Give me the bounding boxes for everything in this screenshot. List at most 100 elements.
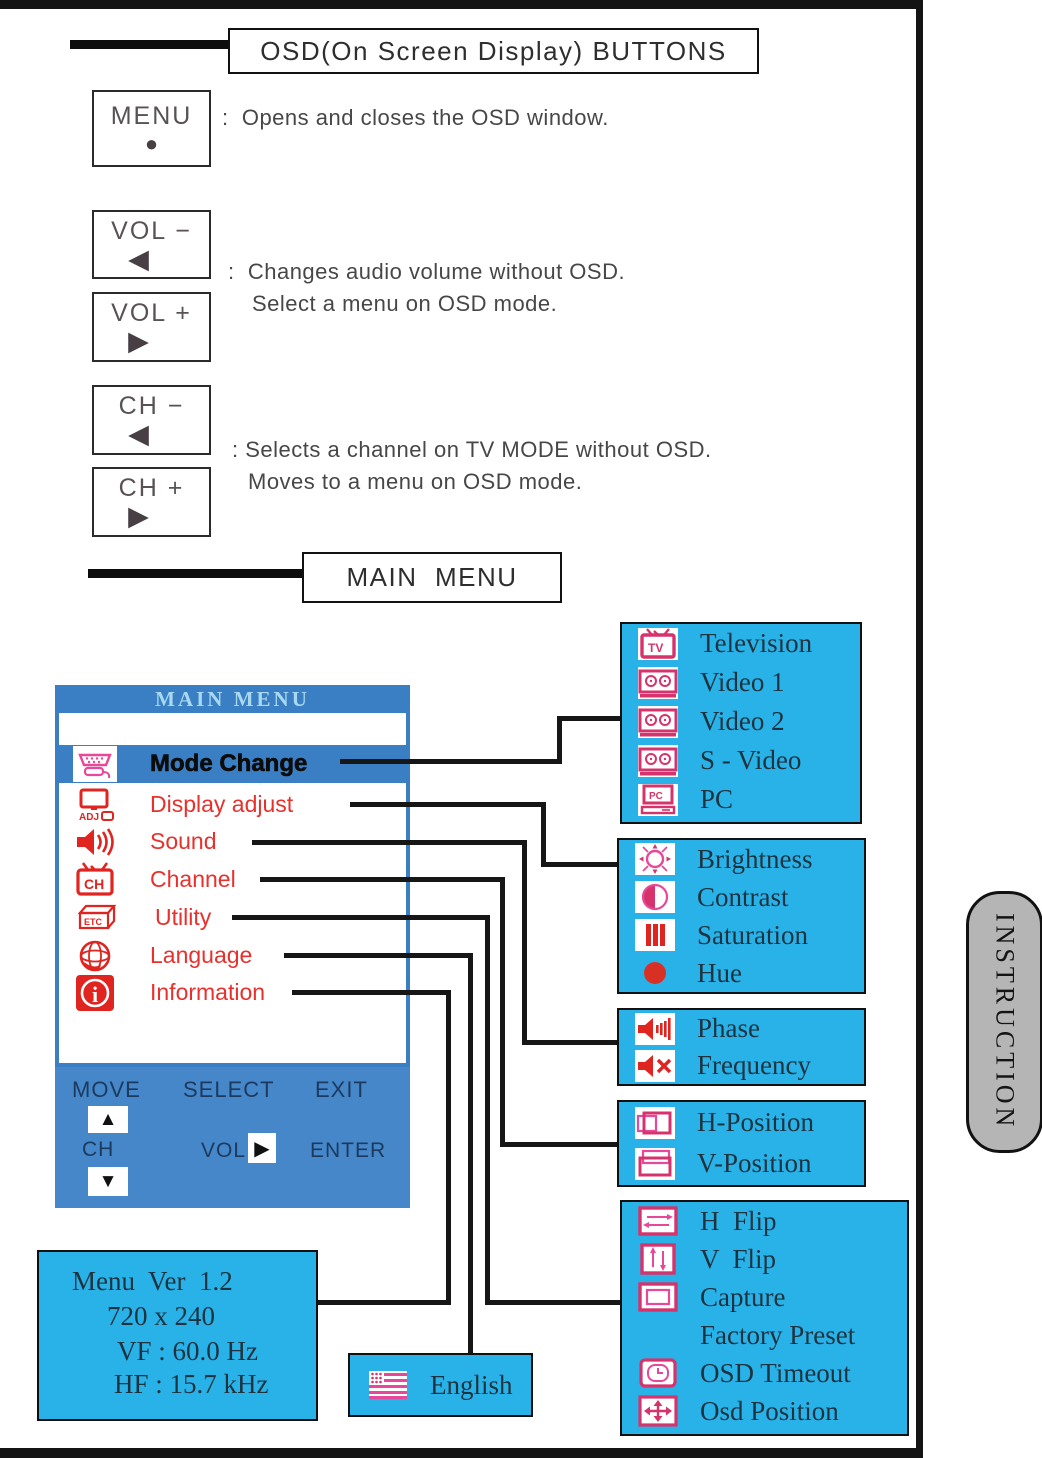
option-phase: Phase	[619, 1010, 864, 1047]
vol-plus-button: VOL + ▶	[92, 292, 211, 362]
option-label: Factory Preset	[700, 1319, 856, 1350]
cassette-icon	[638, 705, 678, 738]
menu-item-utility: ETC Utility	[59, 899, 406, 937]
up-triangle-icon: ▲	[88, 1106, 128, 1133]
globe-icon	[73, 938, 117, 974]
connector-line	[500, 1142, 617, 1147]
menu-item-label: Sound	[150, 828, 217, 854]
ch-description-line1: : Selects a channel on TV MODE without O…	[232, 437, 712, 462]
osd-position-icon	[638, 1395, 678, 1427]
svg-text:ADJ: ADJ	[79, 812, 99, 823]
ch-description-line2: Moves to a menu on OSD mode.	[248, 469, 583, 494]
connector-line	[232, 915, 485, 920]
option-pc: PC PC	[622, 780, 860, 819]
connector-line	[485, 1300, 620, 1305]
television-icon: TV	[638, 627, 678, 660]
frame-right	[916, 0, 923, 1452]
empty-icon	[638, 1319, 678, 1351]
option-label: Saturation	[697, 919, 808, 950]
option-label: OSD Timeout	[700, 1357, 851, 1388]
hue-icon	[635, 957, 675, 989]
connector-line	[468, 953, 473, 1355]
vf-line: VF : 60.0 Hz	[117, 1336, 258, 1366]
connector-line	[522, 1040, 617, 1045]
option-label: Video 1	[700, 667, 785, 697]
connector-line	[292, 990, 446, 995]
display-adjust-icon: ADJ	[73, 787, 117, 823]
menu-item-label: Channel	[150, 866, 236, 892]
connector-line	[252, 840, 522, 845]
menu-version-info-box: Menu Ver 1.2 720 x 240 VF : 60.0 Hz HF :…	[37, 1250, 318, 1421]
osd-menu-footer: MOVE SELECT EXIT ▲ CH VOL ▶ ENTER ▼	[55, 1067, 410, 1208]
option-hue: Hue	[619, 954, 864, 992]
menu-description: : Opens and closes the OSD window.	[222, 105, 609, 130]
frame-bottom	[0, 1448, 923, 1458]
saturation-icon	[635, 919, 675, 951]
menu-version-line: Menu Ver 1.2	[72, 1266, 233, 1296]
display-adjust-options-panel: Brightness Contrast Saturation Hue	[617, 838, 866, 994]
channel-options-panel: H-Position V-Position	[617, 1100, 866, 1187]
option-frequency: Frequency	[619, 1047, 864, 1084]
option-label: H-Position	[697, 1107, 815, 1137]
ch-key-label: CH	[82, 1138, 115, 1161]
menu-item-label: Mode Change	[150, 750, 308, 778]
vol-description-line2: Select a menu on OSD mode.	[252, 291, 558, 316]
connector-line	[485, 915, 490, 1305]
ch-minus-button: CH − ◀	[92, 385, 211, 455]
osd-menu-body: Mode Change ADJ Display adjust Sound CH …	[55, 713, 410, 1067]
osd-buttons-title-box: OSD(On Screen Display) BUTTONS	[228, 28, 759, 74]
utility-options-panel: H Flip V Flip Capture Factory Preset OSD…	[620, 1200, 909, 1436]
cassette-icon	[638, 744, 678, 777]
connector-line	[314, 1300, 451, 1305]
connector-line	[446, 990, 451, 1305]
osd-menu-header-label: MAIN MENU	[155, 686, 310, 711]
vol-description-line1: : Changes audio volume without OSD.	[228, 259, 626, 284]
option-label: Osd Position	[700, 1395, 839, 1426]
instruction-label: INSTRUCTION	[990, 913, 1020, 1131]
menu-item-label: Language	[150, 942, 253, 968]
us-flag-icon	[368, 1369, 408, 1401]
option-television: TV Television	[622, 624, 860, 663]
ch-plus-button: CH + ▶	[92, 467, 211, 537]
option-contrast: Contrast	[619, 878, 864, 916]
main-menu-title: MAIN MENU	[346, 562, 518, 592]
etc-box-icon: ETC	[73, 900, 117, 936]
option-label: Video 2	[700, 706, 785, 736]
left-triangle-icon: ◀	[128, 243, 149, 274]
vol-plus-label: VOL +	[111, 299, 192, 327]
speaker-icon	[73, 824, 117, 860]
option-label: Contrast	[697, 881, 789, 912]
h-flip-icon	[638, 1205, 678, 1237]
option-video1: Video 1	[622, 663, 860, 702]
option-label: V Flip	[700, 1243, 777, 1274]
option-label: H Flip	[700, 1205, 777, 1236]
connector-line	[541, 802, 546, 867]
option-label: Hue	[697, 957, 742, 988]
option-video2: Video 2	[622, 702, 860, 741]
osd-buttons-title: OSD(On Screen Display) BUTTONS	[260, 35, 727, 66]
speaker-volume-icon	[635, 1012, 675, 1045]
option-saturation: Saturation	[619, 916, 864, 954]
option-h-flip: H Flip	[622, 1202, 907, 1240]
option-brightness: Brightness	[619, 840, 864, 878]
connector-line	[522, 840, 527, 1045]
ch-minus-label: CH −	[118, 392, 185, 420]
connector-line	[557, 716, 620, 721]
menu-item-language: Language	[59, 937, 406, 975]
option-label: English	[430, 1369, 513, 1400]
v-position-icon	[635, 1147, 675, 1180]
option-v-position: V-Position	[619, 1143, 864, 1184]
title-rule	[88, 569, 302, 578]
right-triangle-icon: ▶	[128, 501, 149, 531]
info-icon: i	[73, 975, 117, 1011]
menu-item-sound: Sound	[59, 823, 406, 861]
hf-line: HF : 15.7 kHz	[114, 1369, 269, 1399]
option-capture: Capture	[622, 1278, 907, 1316]
move-label: MOVE	[72, 1077, 141, 1102]
connector-line	[284, 953, 468, 958]
brightness-icon	[635, 843, 675, 875]
contrast-icon	[635, 881, 675, 913]
svg-text:PC: PC	[649, 791, 663, 802]
option-v-flip: V Flip	[622, 1240, 907, 1278]
